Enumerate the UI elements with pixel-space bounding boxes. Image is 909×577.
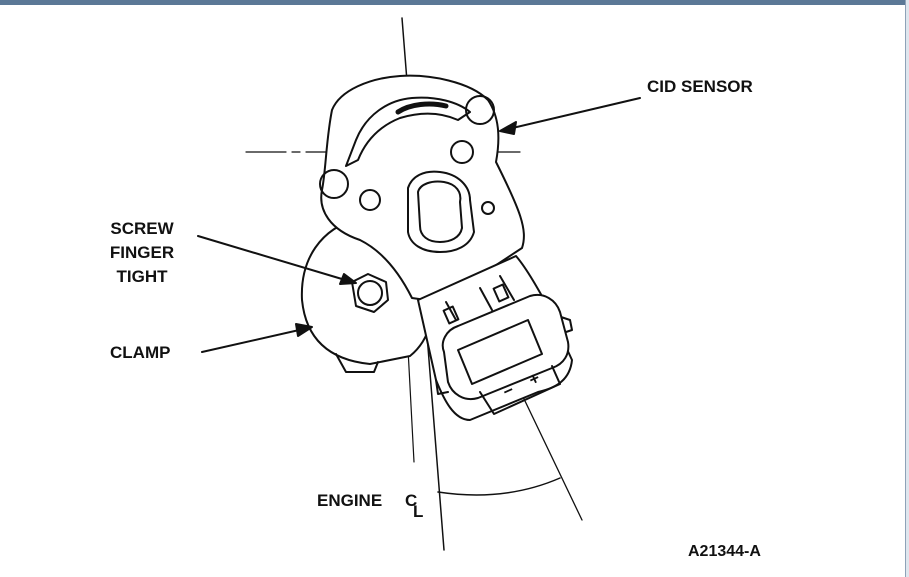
centerline-subscript: L xyxy=(413,502,423,521)
mounting-hole xyxy=(465,95,495,125)
figure-id: A21344-A xyxy=(688,543,761,560)
engine-label: ENGINE xyxy=(317,491,382,510)
angle-arc xyxy=(437,477,561,496)
cid-sensor-label: CID SENSOR xyxy=(647,77,753,96)
screw-leader xyxy=(197,235,353,283)
connector-tab xyxy=(435,379,449,395)
electrical-connector xyxy=(417,255,573,421)
clamp-label: CLAMP xyxy=(110,343,170,362)
mounting-hole xyxy=(319,169,349,199)
centerline-symbol: C xyxy=(405,491,417,510)
callout-arrows xyxy=(197,97,641,353)
mounting-hole xyxy=(359,189,381,211)
window-top-border xyxy=(0,0,909,5)
mounting-hole xyxy=(481,201,495,215)
clamp-screw xyxy=(351,273,389,313)
screw-label-line2: FINGER xyxy=(110,243,174,262)
screw-label-line1: SCREW xyxy=(110,219,174,238)
cid-sensor-leader xyxy=(503,97,641,131)
cid-sensor-body xyxy=(319,74,525,303)
mounting-hole xyxy=(450,140,474,164)
screw-label-line3: TIGHT xyxy=(117,267,169,286)
window-right-border xyxy=(905,0,909,577)
clamp-leader xyxy=(201,327,309,353)
